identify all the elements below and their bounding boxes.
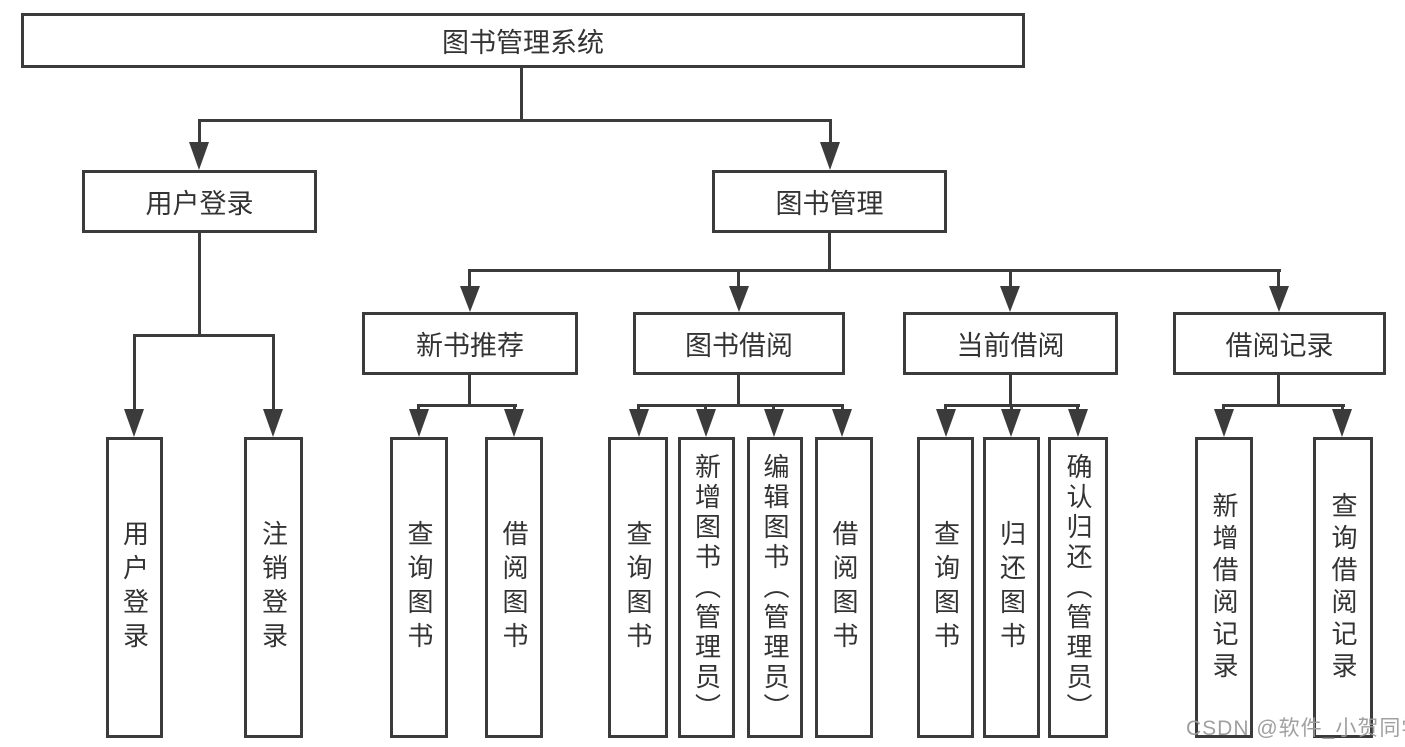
connector-line (198, 233, 201, 336)
connector-line (133, 334, 136, 411)
arrowhead-down-icon (263, 409, 283, 437)
node-book-management: 图书管理 (712, 170, 947, 233)
connector-line (468, 269, 471, 288)
arrowhead-down-icon (1332, 409, 1352, 437)
arrowhead-down-icon (409, 409, 429, 437)
node-borrow-records: 借阅记录 (1173, 312, 1386, 375)
connector-line (1222, 404, 1345, 407)
node-library-management-system: 图书管理系统 (21, 13, 1025, 68)
connector-line (841, 404, 844, 412)
connector-line (1009, 269, 1012, 288)
connector-line (704, 404, 707, 412)
connector-line (1009, 375, 1012, 406)
leaf-query-books-borrow: 查询图书 (608, 437, 668, 738)
leaf-query-books-recommend: 查询图书 (390, 437, 448, 738)
leaf-logout: 注销登录 (244, 437, 303, 738)
connector-line (828, 233, 831, 272)
arrowhead-down-icon (1214, 409, 1234, 437)
leaf-edit-books-admin: 编辑图书（管理员） (747, 437, 803, 738)
csdn-watermark: CSDN @软件_小贺同学 (1186, 717, 1405, 740)
connector-line (1277, 269, 1280, 288)
connector-line (133, 334, 275, 337)
leaf-return-books: 归还图书 (983, 437, 1040, 738)
connector-line (1076, 404, 1079, 412)
arrowhead-down-icon (1000, 286, 1020, 312)
node-user-login: 用户登录 (82, 170, 317, 233)
leaf-borrow-books-recommend: 借阅图书 (485, 437, 543, 738)
connector-line (1277, 375, 1280, 406)
arrowhead-down-icon (460, 286, 480, 312)
connector-line (468, 269, 1281, 272)
connector-line (737, 375, 740, 406)
connector-line (417, 404, 420, 412)
arrowhead-down-icon (936, 409, 956, 437)
node-book-borrow: 图书借阅 (633, 312, 845, 375)
arrowhead-down-icon (124, 409, 144, 437)
connector-line (637, 404, 640, 412)
leaf-query-borrow-record: 查询借阅记录 (1313, 437, 1373, 738)
connector-line (198, 119, 201, 146)
connector-line (1341, 404, 1344, 412)
arrowhead-down-icon (820, 142, 840, 170)
connector-line (1222, 404, 1225, 412)
connector-line (198, 119, 832, 122)
leaf-query-books-current: 查询图书 (917, 437, 974, 738)
arrowhead-down-icon (504, 409, 524, 437)
arrowhead-down-icon (189, 142, 209, 170)
node-new-book-recommend: 新书推荐 (362, 312, 578, 375)
connector-line (468, 375, 471, 406)
connector-line (272, 334, 275, 411)
connector-line (772, 404, 775, 412)
connector-line (737, 269, 740, 288)
leaf-confirm-return-admin: 确认归还（管理员） (1048, 437, 1108, 738)
arrowhead-down-icon (629, 409, 649, 437)
leaf-user-login: 用户登录 (106, 437, 163, 738)
arrowhead-down-icon (764, 409, 784, 437)
arrowhead-down-icon (696, 409, 716, 437)
leaf-add-books-admin: 新增图书（管理员） (678, 437, 735, 738)
node-current-borrow: 当前借阅 (903, 312, 1118, 375)
leaf-add-borrow-record: 新增借阅记录 (1195, 437, 1253, 738)
arrowhead-down-icon (1001, 409, 1021, 437)
leaf-borrow-books: 借阅图书 (815, 437, 873, 738)
connector-line (513, 404, 516, 412)
connector-line (829, 119, 832, 146)
connector-line (1010, 404, 1013, 412)
arrowhead-down-icon (832, 409, 852, 437)
arrowhead-down-icon (1269, 286, 1289, 312)
connector-line (944, 404, 947, 412)
arrowhead-down-icon (729, 286, 749, 312)
connector-line (520, 68, 523, 121)
connector-line (417, 404, 517, 407)
connector-line (637, 404, 844, 407)
arrowhead-down-icon (1068, 409, 1088, 437)
